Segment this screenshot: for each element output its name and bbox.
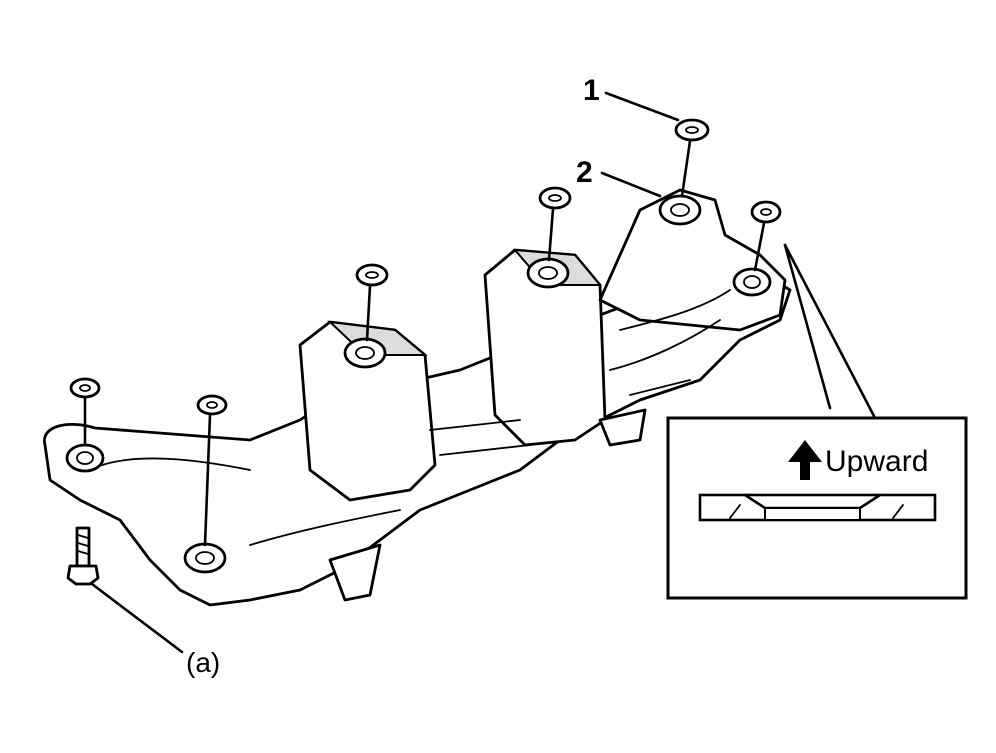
detail-leader-left	[783, 243, 832, 410]
nut	[69, 377, 101, 447]
nut	[538, 186, 572, 262]
callout-1-label: 1	[583, 74, 600, 107]
detail-inset: Upward	[666, 416, 968, 600]
detail-leader-right	[783, 243, 877, 420]
up-arrow-icon	[788, 440, 822, 480]
nut	[196, 394, 228, 547]
nut	[750, 200, 782, 272]
callout-2-leader	[600, 171, 662, 198]
nut	[355, 263, 389, 342]
nuts	[69, 118, 782, 547]
bolt	[66, 526, 100, 586]
upward-label: Upward	[825, 445, 928, 478]
callout-a-leader	[90, 582, 184, 654]
nut	[674, 118, 710, 198]
nut-cross-section-icon	[698, 493, 937, 522]
callout-2-label: 2	[576, 156, 593, 189]
bracket-assembly	[43, 188, 792, 607]
callout-a-label: (a)	[186, 647, 220, 678]
callout-1-leader	[604, 91, 680, 122]
